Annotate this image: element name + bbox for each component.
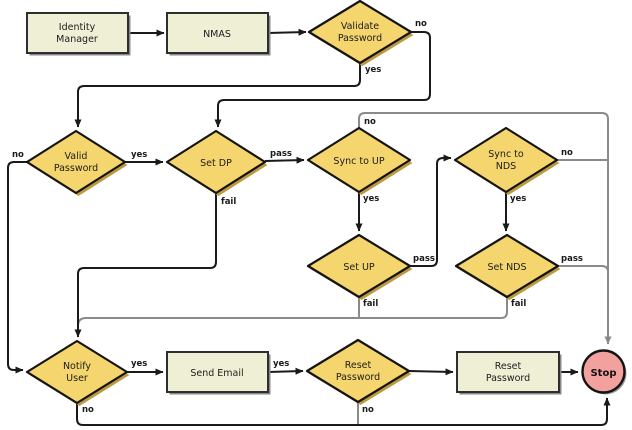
set-nds-label: Set NDS <box>487 262 526 273</box>
node-validate-password: Validate Password <box>307 0 414 66</box>
label-validate-no: no <box>415 19 427 29</box>
label-send-email-yes: yes <box>273 359 289 369</box>
set-nds-diamond <box>454 233 560 299</box>
notify-user-label-2: User <box>66 373 88 384</box>
node-identity-manager: Identity Manager <box>26 12 131 56</box>
label-set-nds-pass: pass <box>561 254 583 264</box>
node-nmas: NMAS <box>166 12 271 56</box>
node-send-email: Send Email <box>166 351 271 395</box>
edge-set-nds-fail <box>77 297 508 330</box>
send-email-label: Send Email <box>190 368 243 379</box>
set-dp-label: Set DP <box>200 158 232 169</box>
label-sync-up-no: no <box>364 117 376 127</box>
node-valid-password: Valid Password <box>25 129 128 196</box>
edge-labels: no yes no yes pass fail no yes no yes pa… <box>12 19 583 415</box>
sync-to-nds-label-2: NDS <box>496 161 516 172</box>
notify-user-label-1: Notify <box>63 361 91 372</box>
set-up-diamond <box>306 233 412 299</box>
sync-to-up-label: Sync to UP <box>333 156 384 167</box>
set-dp-diamond <box>165 129 267 195</box>
sync-to-nds-diamond <box>453 126 559 194</box>
reset-password-box-label-2: Password <box>486 373 530 384</box>
node-sync-to-up: Sync to UP <box>306 126 413 195</box>
edge-set-dp-pass <box>264 156 305 164</box>
label-notify-yes: yes <box>131 359 147 369</box>
stop-ring <box>581 349 626 394</box>
node-set-up: Set UP <box>306 233 413 300</box>
reset-password-decision-diamond <box>305 338 411 404</box>
stop-label: Stop <box>590 368 616 379</box>
label-set-up-fail: fail <box>363 299 378 309</box>
set-up-label: Set UP <box>343 262 375 273</box>
valid-password-diamond <box>25 129 127 195</box>
label-reset-no: no <box>362 405 374 415</box>
identity-manager-label-1: Identity <box>59 22 96 33</box>
node-sync-to-nds: Sync to NDS <box>453 126 560 195</box>
validate-password-diamond <box>307 0 413 65</box>
edge-set-up-pass <box>410 154 452 267</box>
label-sync-nds-yes: yes <box>510 194 526 204</box>
edge-valid-no <box>7 161 27 374</box>
nmas-box <box>166 12 269 54</box>
label-set-dp-fail: fail <box>221 197 236 207</box>
node-reset-password-process: Reset Password <box>456 351 562 395</box>
reset-password-decision-label-2: Password <box>336 372 380 383</box>
edge-notify-no <box>76 397 611 426</box>
sync-to-up-diamond <box>306 126 412 194</box>
validate-password-label-1: Validate <box>341 21 379 32</box>
send-email-box <box>166 351 269 393</box>
stop-circle <box>582 350 625 393</box>
edge-send-email-yes <box>267 367 304 375</box>
identity-manager-label-2: Manager <box>56 34 98 45</box>
edge-set-dp-fail <box>74 193 217 338</box>
valid-password-label-2: Password <box>54 163 98 174</box>
sync-to-nds-label-1: Sync to <box>488 149 524 160</box>
label-valid-no: no <box>12 150 24 160</box>
label-notify-no: no <box>82 405 94 415</box>
reset-password-box <box>456 351 560 393</box>
label-sync-up-yes: yes <box>363 194 379 204</box>
edge-nmas-to-validate <box>267 28 307 36</box>
label-validate-yes: yes <box>365 65 381 75</box>
identity-manager-box <box>26 12 129 54</box>
nmas-label: NMAS <box>203 29 231 40</box>
label-set-up-pass: pass <box>413 254 435 264</box>
edge-reset-decision-to-box <box>408 368 454 376</box>
label-valid-yes: yes <box>131 150 147 160</box>
edge-validate-no <box>214 31 431 128</box>
label-set-dp-pass: pass <box>270 149 292 159</box>
edge-set-nds-pass <box>558 265 609 273</box>
valid-password-label-1: Valid <box>65 151 88 162</box>
node-notify-user: Notify User <box>25 339 130 406</box>
notify-user-diamond <box>25 339 129 405</box>
node-set-nds: Set NDS <box>454 233 561 300</box>
node-stop: Stop <box>581 349 627 395</box>
validate-password-label-2: Password <box>338 33 382 44</box>
edge-validate-yes <box>74 63 361 128</box>
node-set-dp: Set DP <box>165 129 268 196</box>
reset-password-decision-label-1: Reset <box>345 360 372 371</box>
label-sync-nds-no: no <box>561 148 573 158</box>
connectors-black <box>7 28 611 426</box>
edge-sync-up-no <box>358 112 612 345</box>
label-set-nds-fail: fail <box>511 299 526 309</box>
node-reset-password-decision: Reset Password <box>305 338 412 405</box>
reset-password-box-label-1: Reset <box>495 361 522 372</box>
